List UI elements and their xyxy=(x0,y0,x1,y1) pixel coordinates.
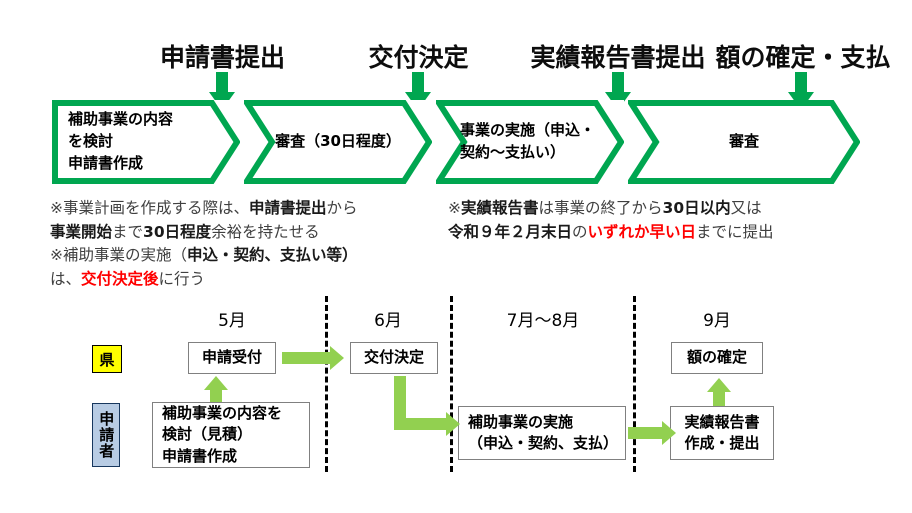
milestone-label-1: 申請書提出 xyxy=(159,43,285,72)
phase-chevron-3-label: 事業の実施（申込・ 契約～支払い） xyxy=(460,121,596,161)
note-left-line-4: は、交付決定後に行う xyxy=(50,269,206,288)
milestone-label-2: 交付決定 xyxy=(368,43,469,72)
phase-chevron-2-label: 審査（30日程度） xyxy=(275,132,401,151)
timeline-box-applicant-2: 補助事業の実施 （申込・契約、支払） xyxy=(458,406,626,460)
milestone-label-4: 額の確定・支払 xyxy=(715,43,891,72)
month-header-3: 7月～8月 xyxy=(506,311,580,331)
note-right: ※実績報告書は事業の終了から30日以内又は 令和９年２月末日のいずれか早い日まで… xyxy=(448,197,774,244)
flow-arrow-right-decision xyxy=(282,346,344,370)
note-left: ※事業計画を作成する際は、申請書提出から 事業開始まで30日程度余裕を持たせる … xyxy=(50,197,358,291)
phase-chevron-1-label: 補助事業の内容 を検討 申請書作成 xyxy=(68,110,174,172)
month-header-4: 9月 xyxy=(703,311,731,331)
phase-chevron-2: 審査（30日程度） xyxy=(244,100,432,184)
phase-chevron-1: 補助事業の内容 を検討 申請書作成 xyxy=(52,100,240,184)
note-left-line-1: ※事業計画を作成する際は、申請書提出から xyxy=(50,199,358,217)
row-tag-applicant: 申請者 xyxy=(92,403,120,467)
month-header-1: 5月 xyxy=(218,311,246,331)
timeline-box-ken-2: 交付決定 xyxy=(350,342,438,374)
timeline-box-applicant-3: 実績報告書 作成・提出 xyxy=(670,406,774,460)
note-left-line-3: ※補助事業の実施（申込・契約、支払い等） xyxy=(50,246,358,265)
timeline-divider-2 xyxy=(450,296,453,472)
milestone-label-3: 実績報告書提出 xyxy=(530,43,706,72)
phase-chevron-4: 審査 xyxy=(628,100,860,184)
timeline-divider-3 xyxy=(633,296,636,472)
month-header-2: 6月 xyxy=(374,311,402,331)
row-tag-ken: 県 xyxy=(92,345,122,373)
phase-chevron-3: 事業の実施（申込・ 契約～支払い） xyxy=(436,100,624,184)
timeline-box-applicant-1: 補助事業の内容を 検討（見積） 申請書作成 xyxy=(152,402,310,468)
flow-arrow-right-report xyxy=(628,421,676,445)
phase-chevron-4-label: 審査 xyxy=(728,132,759,151)
note-left-line-2: 事業開始まで30日程度余裕を持たせる xyxy=(50,222,320,241)
timeline-box-ken-3: 額の確定 xyxy=(671,342,763,374)
timeline-divider-1 xyxy=(325,296,328,472)
flow-arrow-elbow-implementation xyxy=(394,376,460,436)
flow-arrow-up-application xyxy=(204,376,228,402)
flow-arrow-up-amount xyxy=(707,378,731,406)
timeline-box-ken-1: 申請受付 xyxy=(188,342,276,374)
note-right-line-1: ※実績報告書は事業の終了から30日以内又は xyxy=(448,199,762,217)
note-right-line-2: 令和９年２月末日のいずれか早い日までに提出 xyxy=(448,222,774,241)
